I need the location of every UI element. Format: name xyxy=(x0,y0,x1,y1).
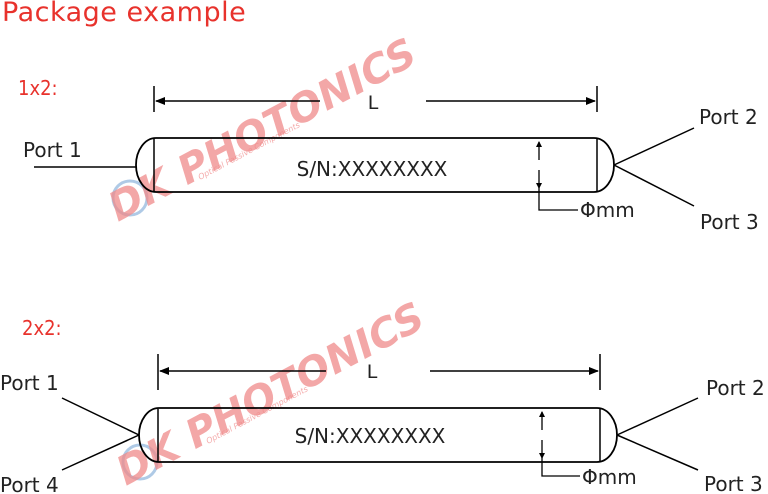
package-2x2: 2x2: DK PHOTONICS Optical Passive Compon… xyxy=(0,294,765,494)
serial-number: S/N:XXXXXXXX xyxy=(297,157,448,181)
page-title: Package example xyxy=(2,0,247,28)
watermark-brand: DK PHOTONICS xyxy=(101,30,424,231)
fiber-port-1 xyxy=(61,397,140,436)
length-label: L xyxy=(368,92,379,114)
package-1x2: 1x2: DK PHOTONICS Optical Passive Compon… xyxy=(18,30,759,234)
fiber-port-3 xyxy=(616,434,699,471)
watermark-1: DK PHOTONICS Optical Passive Components xyxy=(101,30,424,231)
fiber-port-2 xyxy=(613,127,695,166)
diameter-label: Φmm xyxy=(582,465,637,489)
port-label: Port 1 xyxy=(23,138,82,162)
diameter-leader xyxy=(541,458,580,477)
section-label-1x2: 1x2: xyxy=(18,76,58,100)
fiber-port-2 xyxy=(616,397,699,436)
watermark-brand: DK PHOTONICS xyxy=(109,294,432,494)
fiber-port-3 xyxy=(613,164,695,207)
section-label-2x2: 2x2: xyxy=(22,316,62,340)
port-label: Port 2 xyxy=(706,376,765,400)
diameter-label: Φmm xyxy=(580,198,635,222)
globe-icon xyxy=(111,179,149,217)
port-label: Port 4 xyxy=(0,473,59,494)
port-label: Port 2 xyxy=(699,105,758,129)
port-label: Port 3 xyxy=(700,210,759,234)
port-label: Port 3 xyxy=(704,472,763,494)
diameter-leader xyxy=(538,188,578,211)
serial-number: S/N:XXXXXXXX xyxy=(295,424,446,448)
length-label: L xyxy=(367,361,378,383)
port-label: Port 1 xyxy=(0,371,59,395)
watermark-2: DK PHOTONICS Optical Passive Components xyxy=(109,294,432,494)
fiber-port-4 xyxy=(61,434,140,471)
